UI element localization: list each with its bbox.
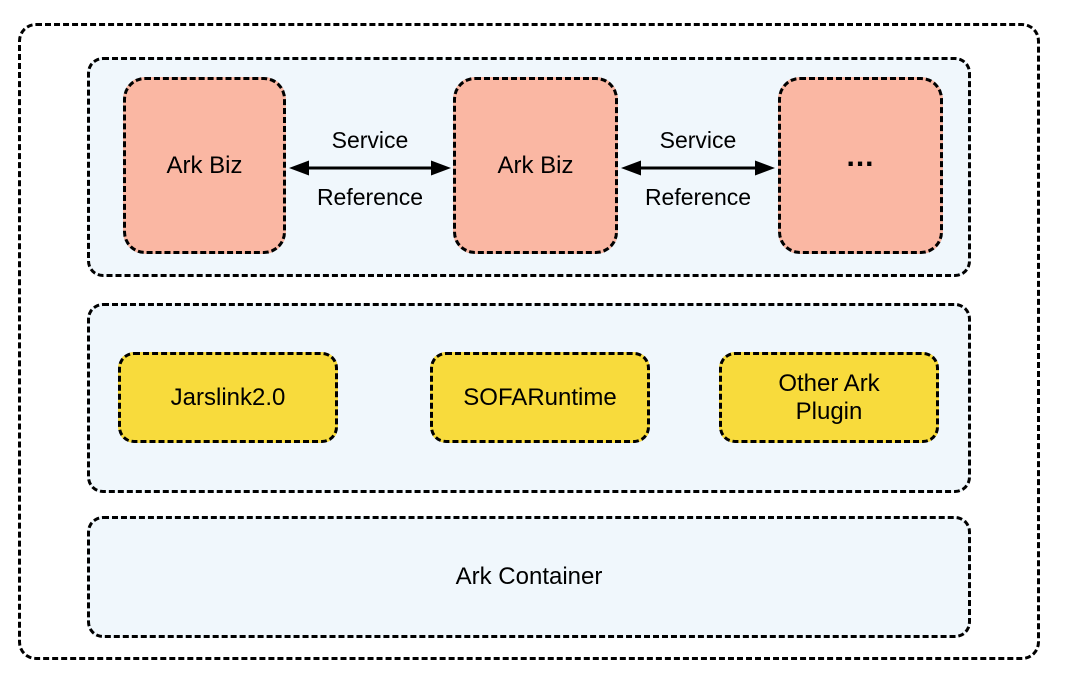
service-reference-arrow-1 — [289, 160, 451, 176]
arrow-2-bottom-label: Reference — [644, 184, 752, 210]
arrow-2-top-label: Service — [659, 127, 737, 153]
sofaruntime-plugin-box: SOFARuntime — [430, 352, 650, 443]
ark-biz-label-1: Ark Biz — [166, 151, 243, 179]
arrowhead-right-icon — [431, 160, 451, 176]
other-ark-plugin-box: Other Ark Plugin — [719, 352, 939, 443]
ark-biz-box-ellipsis: ... — [778, 77, 943, 254]
arrowhead-left-icon — [289, 160, 309, 176]
ark-biz-box-2: Ark Biz — [453, 77, 618, 254]
jarslink-plugin-label: Jarslink2.0 — [170, 383, 286, 411]
arrowhead-left-icon — [621, 160, 641, 176]
ark-container-section: Ark Container — [87, 516, 971, 638]
arrow-1-bottom-label: Reference — [316, 184, 424, 210]
arrow-1-top-label: Service — [331, 127, 409, 153]
service-reference-arrow-2 — [621, 160, 775, 176]
ark-container-label: Ark Container — [455, 563, 603, 590]
ellipsis-label: ... — [846, 139, 875, 173]
arrowhead-right-icon — [755, 160, 775, 176]
ark-biz-box-1: Ark Biz — [123, 77, 286, 254]
outer-dashed-boundary — [18, 23, 1040, 660]
jarslink-plugin-box: Jarslink2.0 — [118, 352, 338, 443]
other-ark-plugin-label: Other Ark Plugin — [778, 369, 880, 425]
sofaruntime-plugin-label: SOFARuntime — [463, 383, 617, 411]
ark-biz-label-2: Ark Biz — [497, 151, 574, 179]
